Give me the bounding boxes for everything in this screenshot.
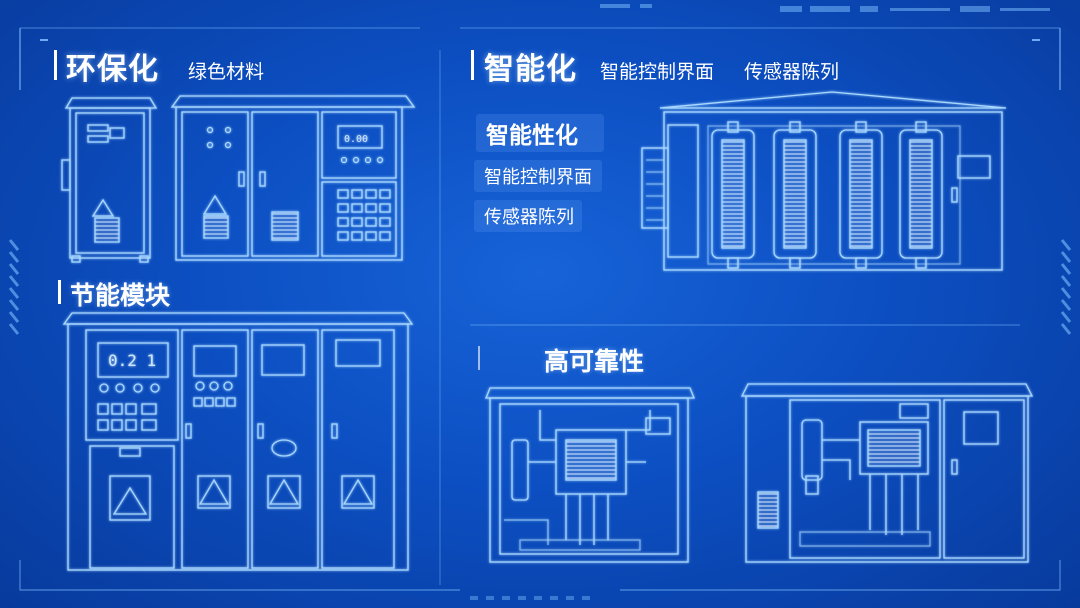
- smart-title-bar: [471, 50, 474, 80]
- energy-title-bar: [58, 280, 61, 304]
- smart-panel-item-2-text: 传感器陈列: [484, 207, 574, 228]
- smart-subtitle-2: 传感器陈列: [744, 61, 840, 83]
- eco-cabinet-small: [61, 97, 158, 263]
- transformer-coil-1: [711, 121, 755, 269]
- smart-panel-item-2: 传感器陈列: [474, 200, 582, 232]
- smart-title: 智能化: [484, 52, 577, 87]
- eco-title-bar: [54, 50, 57, 80]
- smart-subtitle-1: 智能控制界面: [600, 61, 715, 83]
- eco-subtitle: 绿色材料: [188, 61, 265, 83]
- eco-title: 环保化: [66, 52, 159, 87]
- reliability-cabinet-right: [740, 383, 1034, 563]
- hud-frame: [8, 4, 1072, 600]
- smart-panel-item-1-text: 智能控制界面: [484, 167, 592, 188]
- svg-text:0.2 1: 0.2 1: [108, 351, 156, 370]
- smart-panel-heading: 智能性化: [476, 114, 604, 152]
- reliability-title-bar: [478, 346, 480, 370]
- smart-transformer: [641, 91, 1007, 271]
- smart-panel-item-1: 智能控制界面: [474, 160, 602, 192]
- svg-text:0.00: 0.00: [344, 134, 368, 145]
- transformer-coil-4: [899, 121, 943, 269]
- energy-title: 节能模块: [70, 281, 171, 310]
- transformer-coil-3: [839, 121, 883, 269]
- energy-cabinet: 0.2 1: [62, 312, 414, 571]
- transformer-coil-2: [773, 121, 817, 269]
- smart-panel-heading-text: 智能性化: [486, 123, 578, 149]
- eco-cabinet-large: 0.00: [170, 95, 416, 261]
- reliability-cabinet-left: [485, 387, 695, 563]
- reliability-title: 高可靠性: [544, 347, 645, 376]
